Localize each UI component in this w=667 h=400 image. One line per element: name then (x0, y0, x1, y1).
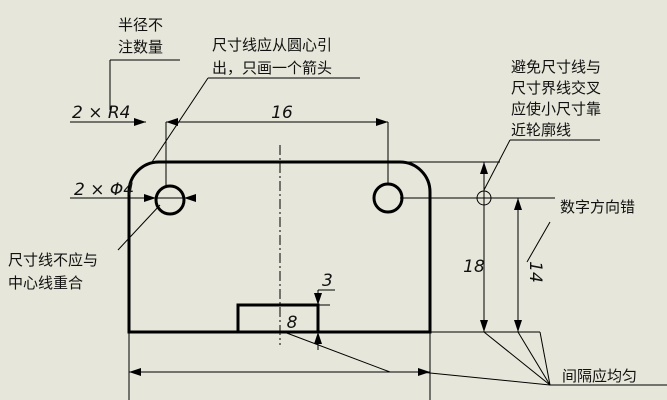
note-digit-leader (526, 221, 551, 263)
note-crossing-line3: 应使小尺寸靠 (511, 100, 601, 118)
arrow-3-top (314, 293, 322, 305)
dim-text-phi4: 2 × Φ4 (74, 180, 134, 200)
arrow-overall-left (129, 368, 141, 376)
note-centerline-line1: 尺寸线不应与 (8, 251, 98, 269)
arrow-18-top (480, 162, 488, 174)
hole-right (372, 182, 404, 214)
arrow-r4 (134, 118, 146, 126)
note-radius-line2: 注数量 (118, 38, 163, 56)
hole-left (154, 184, 186, 216)
dim-text-8: 8 (287, 313, 298, 333)
spacing-leader-2 (419, 371, 551, 386)
arrow-14-bottom (514, 320, 522, 332)
spacing-leader-1 (283, 331, 391, 373)
note-center-line1: 尺寸线应从圆心引 (212, 36, 332, 54)
note-centerline-leader (117, 204, 161, 251)
note-digit: 数字方向错 (560, 198, 635, 216)
note-centerline-line2: 中心线重合 (8, 274, 83, 292)
arrow-16-left (166, 118, 178, 126)
note-center-leader (151, 77, 209, 163)
note-radius-line1: 半径不 (118, 16, 163, 34)
arrow-phi4-b (184, 194, 196, 202)
arrow-14-top (514, 198, 522, 210)
arrow-3-bottom (314, 332, 322, 344)
crossing-marker (476, 190, 492, 206)
dim-text-16: 16 (271, 103, 293, 123)
note-crossing-leader (483, 139, 511, 191)
note-spacing: 间隔应均匀 (562, 367, 637, 385)
spacing-leader-3 (483, 331, 551, 386)
spacing-leader-4 (517, 331, 551, 386)
dim-text-14: 14 (525, 261, 545, 283)
arrow-18-bottom (480, 320, 488, 332)
dim-text-18: 18 (463, 257, 485, 277)
note-crossing-line2: 尺寸界线交叉 (511, 79, 601, 97)
dim-text-3: 3 (322, 271, 333, 291)
note-center-line2: 出，只画一个箭头 (212, 59, 332, 77)
arrow-16-right (376, 118, 388, 126)
dim-text-r4: 2 × R4 (72, 103, 131, 123)
spacing-leader-5 (539, 331, 551, 386)
note-crossing-line1: 避免尺寸线与 (511, 58, 601, 76)
arrow-phi4-a (144, 194, 156, 202)
note-crossing-line4: 近轮廓线 (511, 121, 571, 139)
slot-outline (236, 303, 320, 332)
